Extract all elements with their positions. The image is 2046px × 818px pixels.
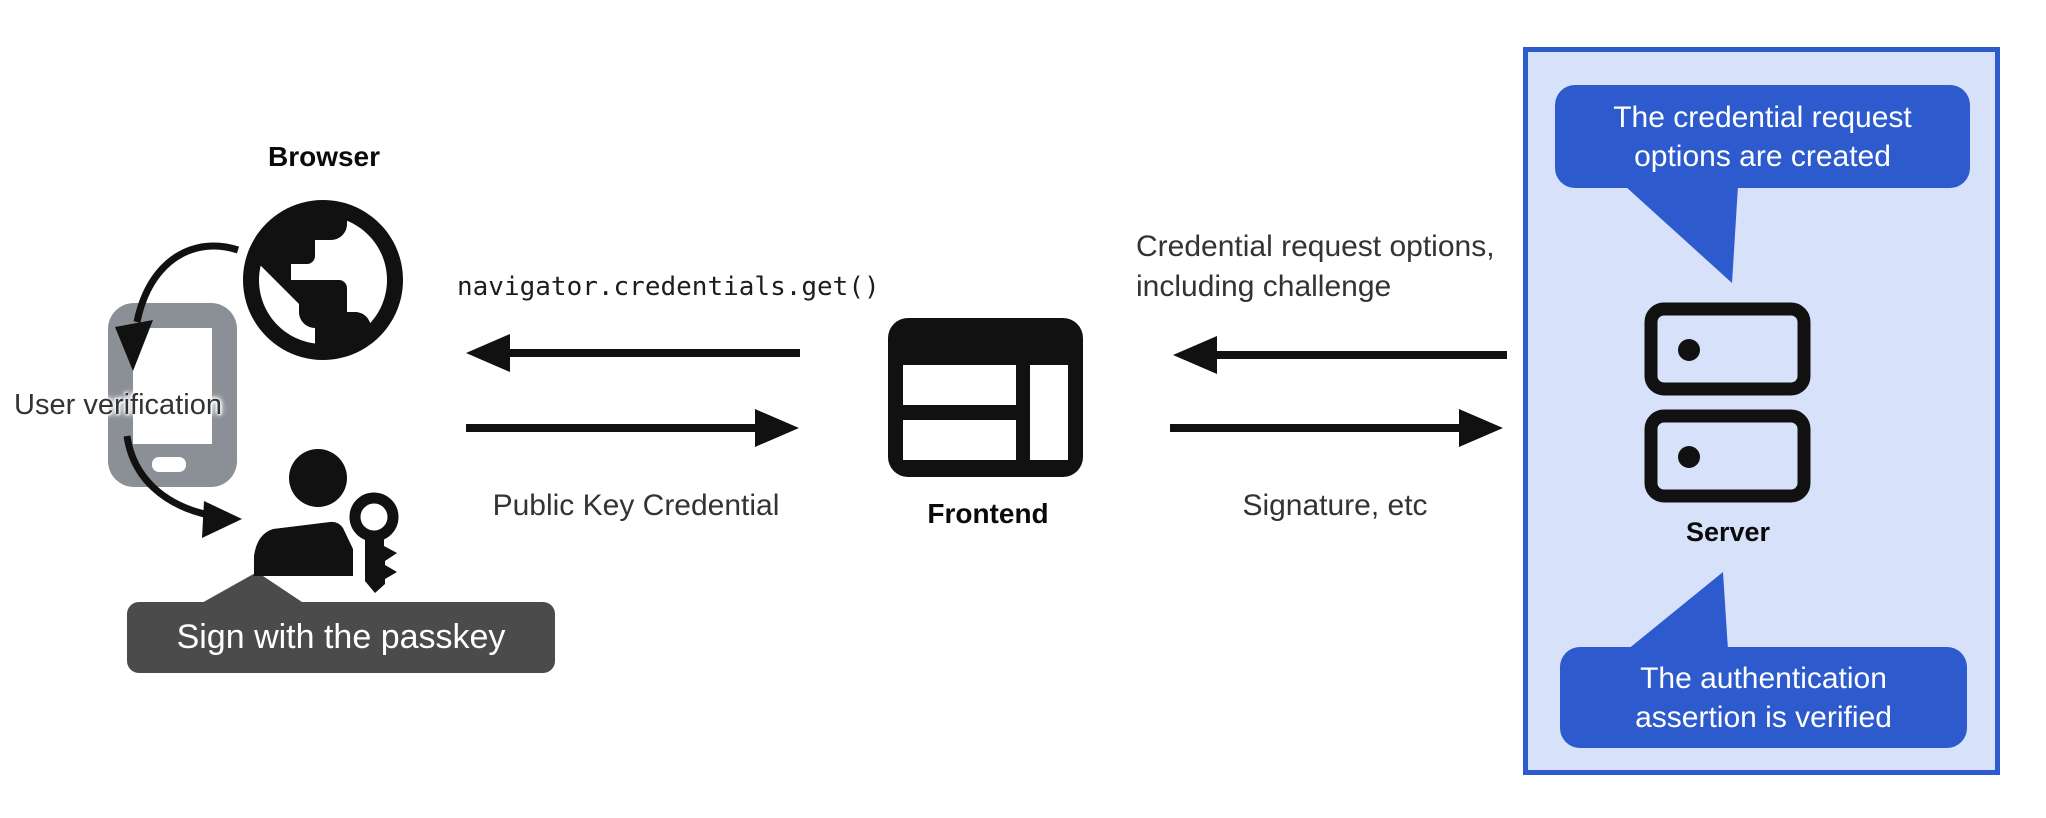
callout-assertion-verified: The authentication assertion is verified <box>1560 647 1967 748</box>
browser-label: Browser <box>267 141 381 172</box>
sign-with-passkey-text: Sign with the passkey <box>176 618 506 656</box>
callout-verified-line1: The authentication <box>1640 661 1887 695</box>
callout-request-tail <box>1625 186 1738 283</box>
server-label: Server <box>1685 517 1771 547</box>
tooltip-tail <box>200 572 305 604</box>
credential-request-line1: Credential request options, <box>1136 230 1495 263</box>
arrow-server-to-frontend <box>1173 336 1507 374</box>
arrow-frontend-to-browser <box>466 334 800 372</box>
passkey-user-icon <box>254 449 399 593</box>
web-window-icon <box>888 318 1083 477</box>
navigator-call-text: navigator.credentials.get() <box>457 272 880 302</box>
frontend-label: Frontend <box>927 498 1049 529</box>
callout-request-created: The credential request options are creat… <box>1555 85 1970 188</box>
signature-label: Signature, etc <box>1242 489 1428 522</box>
credential-request-label: Credential request options, including ch… <box>1136 227 1495 307</box>
arrow-frontend-to-server <box>1170 409 1503 447</box>
callout-verified-line2: assertion is verified <box>1635 700 1892 734</box>
server-icon <box>1644 302 1811 503</box>
public-key-credential-label: Public Key Credential <box>492 489 780 522</box>
arrow-authenticator-to-user <box>123 435 242 538</box>
arrow-browser-to-frontend <box>466 409 799 447</box>
globe-icon <box>243 200 403 360</box>
credential-request-line2: including challenge <box>1136 270 1392 303</box>
user-verification-label: User verification <box>14 389 222 421</box>
sign-with-passkey-tooltip: Sign with the passkey <box>127 602 555 673</box>
callout-verified-tail <box>1627 572 1728 650</box>
callout-request-line1: The credential request <box>1613 100 1912 134</box>
callout-request-line2: options are created <box>1634 139 1891 173</box>
arrow-browser-to-authenticator <box>115 242 240 371</box>
